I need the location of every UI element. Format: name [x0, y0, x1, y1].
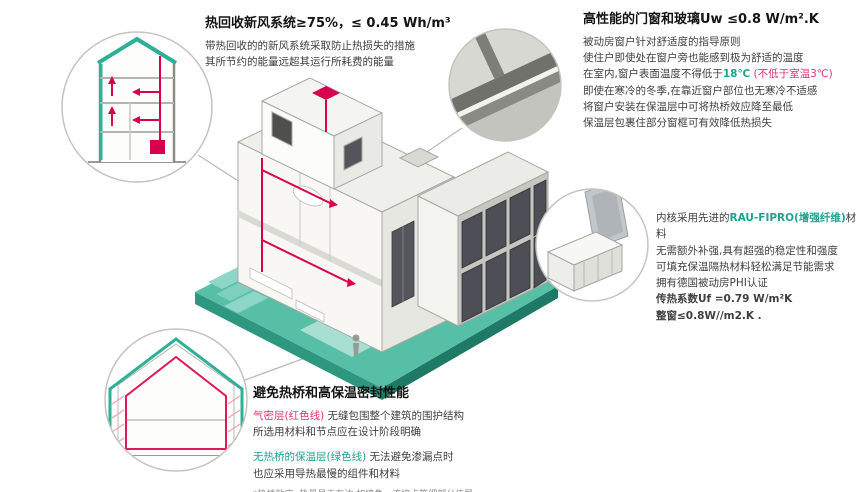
house-illustration: [236, 77, 550, 356]
windows-text-block: 高性能的门窗和玻璃Uw ≤0.8 W/m².K 被动房窗户针对舒适度的指导原则 …: [583, 12, 861, 131]
wing-front: [417, 195, 459, 327]
windows-line-1: 被动房窗户针对舒适度的指导原则: [583, 35, 741, 48]
frame-profile-graphic: [546, 189, 629, 292]
thermal-title: 避免热桥和高保温密封性能: [253, 386, 410, 401]
thermal-footnote: *热桥效应: 热量易于在边,如墙角、连接点等细部分传导: [253, 489, 593, 492]
person-figure: [352, 334, 360, 356]
envelope-house-outline: [117, 343, 235, 455]
kitchen-island: [295, 299, 325, 323]
frame-u-value: 传热系数Uf =0.79 W/m²K: [656, 293, 793, 306]
windows-title: 高性能的门窗和玻璃Uw ≤0.8 W/m².K: [583, 12, 819, 27]
callout-envelope: [104, 328, 248, 472]
connector-envelope: [244, 357, 306, 381]
ventilation-line-2: 其所节约的能量远超其运行所耗费的能量: [205, 56, 394, 69]
frame-line-4: 拥有德国被动房PHI认证: [656, 277, 768, 290]
penthouse-window: [343, 136, 363, 171]
skylight: [398, 147, 440, 168]
callout-circle-border: [448, 28, 562, 142]
callout-window-detail: [448, 28, 562, 142]
thermal-line-2: 所选用材料和节点应在设计阶段明确: [253, 426, 421, 439]
windows-line-5: 将窗户安装在保温层中可将热桥效应降至最低: [583, 100, 793, 113]
frame-line-3: 可填充保温隔热材料轻松满足节能需求: [656, 260, 835, 273]
rooftop-vent-unit: [312, 86, 340, 100]
kitchen-counter: [249, 267, 293, 300]
windows-temp-highlight: 18℃: [722, 68, 751, 81]
windows-paren-highlight: (不低于室温3℃): [750, 68, 833, 81]
ventilation-line-1: 带热回收的的新风系统采取防止热损失的措施: [205, 39, 415, 52]
section-duct-lines: [108, 56, 161, 152]
terrace-step: [224, 291, 268, 313]
callout-circle-border: [535, 188, 649, 302]
frame-text-block: 内核采用先进的RAU-FIPRO(增强纤维)材料 无需额外补强,具有超强的稳定性…: [656, 210, 862, 324]
windows-line-3: 在室内,窗户表面温度不得低于18℃ (不低于室温3℃): [583, 66, 861, 82]
frame-material-highlight: RAU-FIPRO(增强纤维): [729, 212, 846, 224]
thermal-line-3-text: 无法避免渗漏点时: [366, 451, 454, 464]
windows-line-4: 即使在寒冷的冬季,在靠近窗户部位也无寒冷不适感: [583, 84, 818, 97]
callout-circle-border: [61, 31, 213, 183]
frame-line-1: 内核采用先进的RAU-FIPRO(增强纤维)材料: [656, 210, 862, 243]
insulation-layer-line: [108, 337, 244, 455]
airtight-layer-line: [125, 355, 227, 455]
insulated-roof-line: [96, 36, 178, 65]
frame-line-1-post: 材料: [656, 212, 857, 241]
frame-line-2: 无需额外补强,具有超强的稳定性和强度: [656, 244, 838, 257]
floor-slab: [238, 210, 382, 287]
thermal-text-block: 避免热桥和高保温密封性能 气密层(红色线) 无缝包围整个建筑的围护结构 所选用材…: [253, 386, 593, 492]
thermal-line-1: 气密层(红色线) 无缝包围整个建筑的围护结构: [253, 408, 593, 424]
callout-ventilation-section: [61, 31, 213, 183]
thermal-line-1-text: 无缝包围整个建筑的围护结构: [324, 409, 465, 422]
interior-rooms: [238, 172, 382, 323]
ventilation-title: 热回收新风系统≥75%，≤ 0.45 Wh/m³: [205, 16, 451, 31]
frame-line-1-text: 内核采用先进的: [656, 212, 730, 224]
thermal-line-4: 也应采用导热最慢的组件和材料: [253, 467, 400, 480]
thermal-line-3: 无热桥的保温层(绿色线) 无法避免渗漏点时: [253, 449, 593, 465]
insulation-layer-label: 无热桥的保温层(绿色线): [253, 451, 367, 464]
window-corner-graphic: [449, 29, 561, 141]
window-panes: [461, 179, 547, 323]
airtight-layer-label: 气密层(红色线): [253, 409, 325, 422]
ventilation-duct-lines: [261, 158, 356, 287]
callout-circle-border: [104, 328, 248, 472]
windows-line-6: 保温层包裹住部分窗框可有效降低热损失: [583, 117, 772, 130]
frame-window-u-value: 整窗≤0.8W//m2.K .: [656, 309, 762, 322]
callout-frame-profile: [535, 188, 649, 302]
bathtub: [292, 185, 324, 207]
heat-recovery-unit: [150, 140, 165, 154]
windows-line-3-text: 在室内,窗户表面温度不得低于: [583, 68, 723, 81]
windows-line-2: 使住户即使处在窗户旁也能感到极为舒适的温度: [583, 52, 804, 65]
ventilation-text-block: 热回收新风系统≥75%，≤ 0.45 Wh/m³ 带热回收的的新风系统采取防止热…: [205, 16, 505, 70]
penthouse-window: [271, 111, 293, 147]
